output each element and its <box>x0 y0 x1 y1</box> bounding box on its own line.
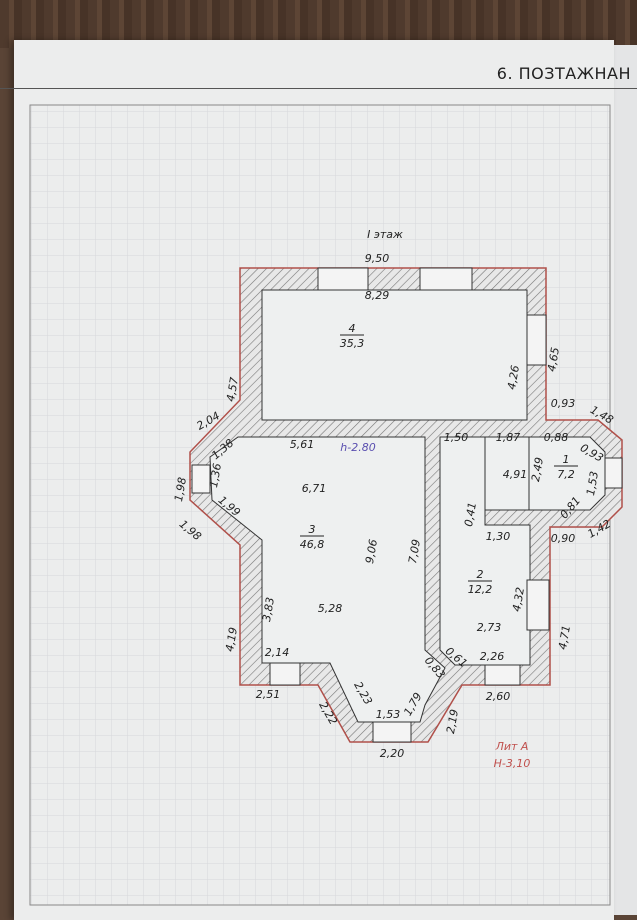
dimension-label: 0,93 <box>551 397 576 410</box>
dimension-label: 5,28 <box>318 602 343 615</box>
dimension-label: 9,50 <box>365 252 390 265</box>
dimension-label: 0,90 <box>551 532 576 545</box>
dimension-label: 1,98 <box>172 476 189 502</box>
dimension-label: 2,51 <box>256 688 281 701</box>
dimension-label: 2,20 <box>380 747 405 760</box>
room-1-floor <box>528 436 606 511</box>
dimension-label: 0,41 <box>462 501 479 527</box>
closet-floor <box>484 436 530 511</box>
dimension-label: 1,53 <box>584 470 601 496</box>
dimension-label: 3,83 <box>260 596 277 622</box>
building-height: Н-3,10 <box>494 757 531 770</box>
section-title: 6. ПОЗТАЖН <box>496 64 608 83</box>
dimension-label: 4,71 <box>556 624 573 650</box>
dimension-label: 2,73 <box>477 621 502 634</box>
dimension-label: 1,36 <box>207 462 224 488</box>
dimension-label: 5,61 <box>290 438 315 451</box>
litera-label: Лит А <box>495 740 529 753</box>
room-area: 7,2 <box>557 468 575 481</box>
dimension-label: 6,71 <box>302 482 327 495</box>
dimension-label: 4,57 <box>224 376 241 402</box>
dimension-label: 8,29 <box>365 289 390 302</box>
room-number: 4 <box>349 322 356 335</box>
overflow-text: АН <box>607 64 631 83</box>
dimension-label: 2,19 <box>444 708 461 734</box>
floor-title: I этаж <box>367 228 403 241</box>
dimension-label: 9,06 <box>363 538 380 564</box>
section-header: 6. ПОЗТАЖНАН <box>497 64 631 83</box>
dimension-label: 2,26 <box>480 650 505 663</box>
dimension-label: 1,50 <box>444 431 469 444</box>
room-number: 2 <box>477 568 484 581</box>
header-rule <box>0 88 637 89</box>
ceiling-height: h-2.80 <box>340 441 375 454</box>
windows <box>191 267 623 743</box>
dimension-label: 4,19 <box>223 626 240 652</box>
room-number: 1 <box>563 453 570 466</box>
room-area: 35,3 <box>340 337 365 350</box>
room-4-floor <box>261 289 528 421</box>
dimension-label: 0,88 <box>544 431 569 444</box>
dimension-label: 4,32 <box>510 586 527 612</box>
dimension-label: 1,53 <box>376 708 401 721</box>
dimension-label: 2,14 <box>265 646 290 659</box>
room-3-floor <box>209 436 446 723</box>
dimension-label: 2,60 <box>486 690 511 703</box>
room-number: 3 <box>309 523 316 536</box>
dimension-label: 4,26 <box>505 364 522 390</box>
room-area: 12,2 <box>468 583 493 596</box>
dimension-label: 1,87 <box>496 431 521 444</box>
dimension-label: 2,49 <box>529 456 546 482</box>
dimension-label: 4,91 <box>503 468 528 481</box>
dimension-label: 4,65 <box>545 346 562 372</box>
dimension-label: 1,30 <box>486 530 511 543</box>
room-area: 46,8 <box>300 538 325 551</box>
dimension-label: 7,09 <box>406 538 423 564</box>
